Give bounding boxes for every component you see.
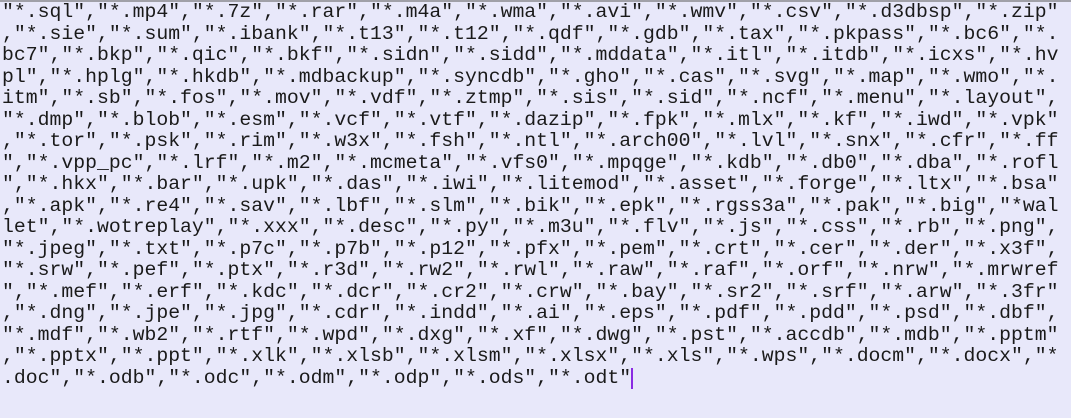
text-line[interactable]: ,"*.sie","*.sum","*.ibank","*.t13","*.t1… xyxy=(2,22,1071,46)
text-caret xyxy=(631,367,634,389)
text-line[interactable]: itm","*.sb","*.fos","*.mov","*.vdf","*.z… xyxy=(2,87,1071,110)
text-line[interactable]: ,"*.apk","*.re4","*.sav","*.lbf","*.slm"… xyxy=(2,194,1071,218)
text-line[interactable]: let","*.wotreplay","*.xxx","*.desc","*.p… xyxy=(2,216,1071,239)
line-text: ,"*.sie","*.sum","*.ibank","*.t13","*.t1… xyxy=(2,22,1059,45)
text-line[interactable]: ","*.hkx","*.bar","*.upk","*.das","*.iwi… xyxy=(2,173,1071,196)
text-line[interactable]: "*.jpeg","*.txt","*.p7c","*.p7b","*.p12"… xyxy=(2,237,1071,261)
line-text: ","*.hkx","*.bar","*.upk","*.das","*.iwi… xyxy=(2,173,1059,195)
line-text: ","*.vpp_pc","*.lrf","*.m2","*.mcmeta","… xyxy=(2,151,1059,174)
line-text: "*.jpeg","*.txt","*.p7c","*.p7b","*.p12"… xyxy=(2,237,1059,260)
text-line[interactable]: bc7","*.bkp","*.qic","*.bkf","*.sidn","*… xyxy=(2,44,1071,67)
line-text: "*.dmp","*.blob","*.esm","*.vcf","*.vtf"… xyxy=(2,108,1059,131)
line-text: "*.srw","*.pef","*.ptx","*.r3d","*.rw2",… xyxy=(2,259,1059,281)
line-text: bc7","*.bkp","*.qic","*.bkf","*.sidn","*… xyxy=(2,44,1059,66)
text-line[interactable]: "*.dmp","*.blob","*.esm","*.vcf","*.vtf"… xyxy=(2,108,1071,132)
text-line[interactable]: ","*.vpp_pc","*.lrf","*.m2","*.mcmeta","… xyxy=(2,151,1071,175)
line-text: itm","*.sb","*.fos","*.mov","*.vdf","*.z… xyxy=(2,87,1059,109)
text-line[interactable]: ","*.mef","*.erf","*.kdc","*.dcr","*.cr2… xyxy=(2,280,1071,304)
line-text: .doc","*.odb","*.odc","*.odm","*.odp","*… xyxy=(2,366,632,389)
text-line[interactable]: "*.sql","*.mp4","*.7z","*.rar","*.m4a","… xyxy=(2,2,1071,24)
line-text: ,"*.dng","*.jpe","*.jpg","*.cdr","*.indd… xyxy=(2,302,1059,324)
line-text: "*.sql","*.mp4","*.7z","*.rar","*.m4a","… xyxy=(2,2,1059,23)
text-line[interactable]: ,"*.dng","*.jpe","*.jpg","*.cdr","*.indd… xyxy=(2,302,1071,325)
line-text: "*.mdf","*.wb2","*.rtf","*.wpd","*.dxg",… xyxy=(2,323,1059,346)
line-text: ,"*.apk","*.re4","*.sav","*.lbf","*.slm"… xyxy=(2,194,1059,217)
text-line[interactable]: ,"*.tor","*.psk","*.rim","*.w3x","*.fsh"… xyxy=(2,130,1071,153)
line-text: ,"*.tor","*.psk","*.rim","*.w3x","*.fsh"… xyxy=(2,130,1059,152)
text-line[interactable]: "*.mdf","*.wb2","*.rtf","*.wpd","*.dxg",… xyxy=(2,323,1071,347)
top-border xyxy=(0,0,1071,2)
line-text: let","*.wotreplay","*.xxx","*.desc","*.p… xyxy=(2,216,1059,238)
text-line[interactable]: pl","*.hplg","*.hkdb","*.mdbackup","*.sy… xyxy=(2,65,1071,89)
text-line[interactable]: "*.srw","*.pef","*.ptx","*.r3d","*.rw2",… xyxy=(2,259,1071,282)
line-text: pl","*.hplg","*.hkdb","*.mdbackup","*.sy… xyxy=(2,65,1059,88)
line-text: ","*.mef","*.erf","*.kdc","*.dcr","*.cr2… xyxy=(2,280,1059,303)
text-line[interactable]: ,"*.pptx","*.ppt","*.xlk","*.xlsb","*.xl… xyxy=(2,345,1071,368)
text-line[interactable]: .doc","*.odb","*.odc","*.odm","*.odp","*… xyxy=(2,366,1071,390)
line-text: ,"*.pptx","*.ppt","*.xlk","*.xlsb","*.xl… xyxy=(2,345,1059,367)
